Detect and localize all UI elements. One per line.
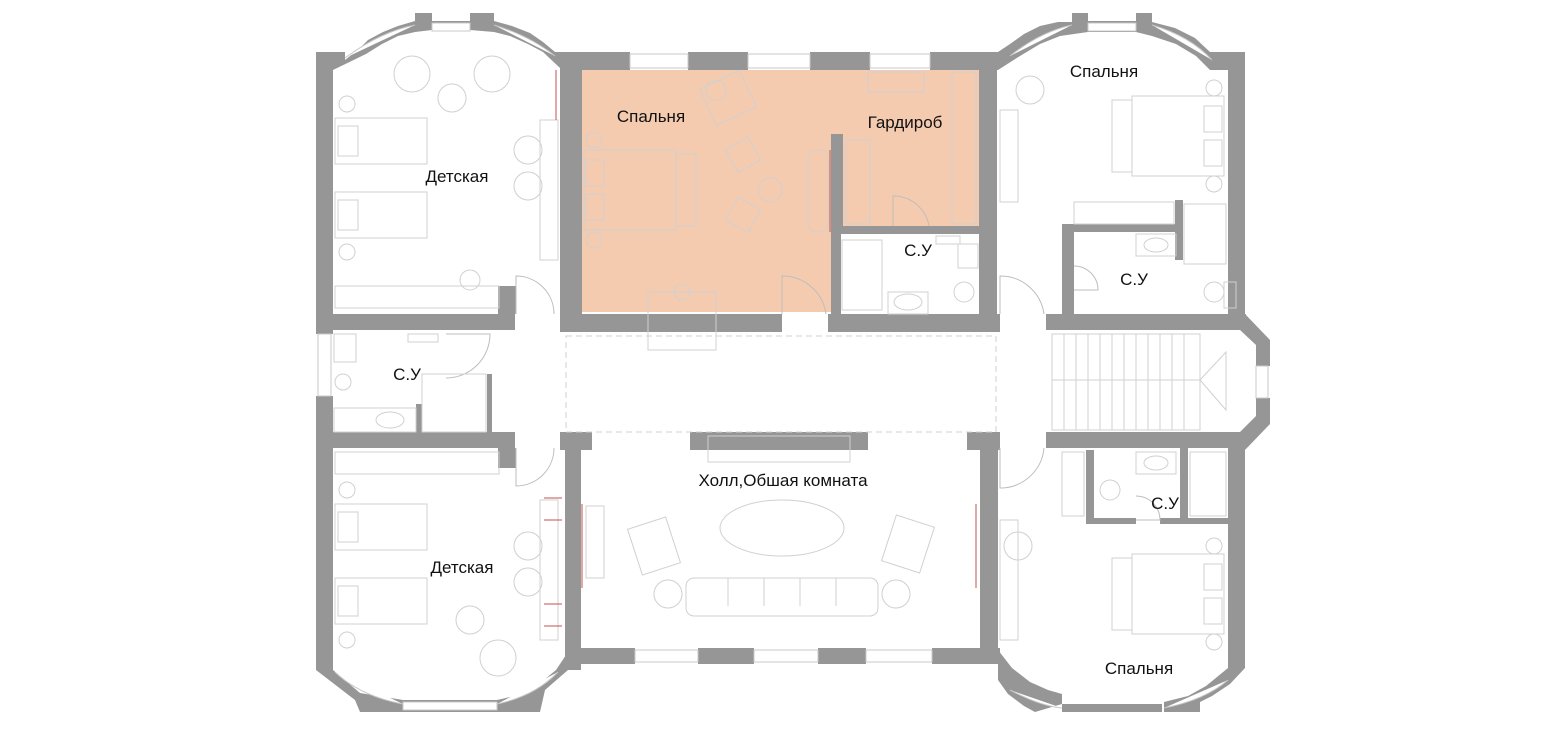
label-hall: Холл,Обшая комната — [698, 471, 868, 490]
label-bath-left: С.У — [393, 365, 421, 384]
label-bath-bottom-right: С.У — [1151, 494, 1179, 513]
label-bedroom-bottom-right: Спальня — [1105, 659, 1173, 678]
label-wardrobe: Гардироб — [868, 113, 943, 132]
corridor-outline — [565, 335, 997, 433]
label-bath-master: С.У — [904, 241, 932, 260]
room-labels: Детская Детская Спальня Гардироб С.У Спа… — [393, 62, 1179, 678]
label-bedroom-top-right: Спальня — [1070, 62, 1138, 81]
label-kids-top: Детская — [426, 167, 489, 186]
label-bath-top-right: С.У — [1120, 270, 1148, 289]
master-suite-highlight — [581, 70, 979, 312]
furniture — [333, 55, 1237, 677]
staircase — [1051, 333, 1227, 431]
windows — [317, 22, 1269, 711]
red-details — [544, 70, 977, 627]
label-master-bedroom: Спальня — [617, 107, 685, 126]
doors — [445, 195, 1161, 521]
label-kids-bottom: Детская — [431, 558, 494, 577]
